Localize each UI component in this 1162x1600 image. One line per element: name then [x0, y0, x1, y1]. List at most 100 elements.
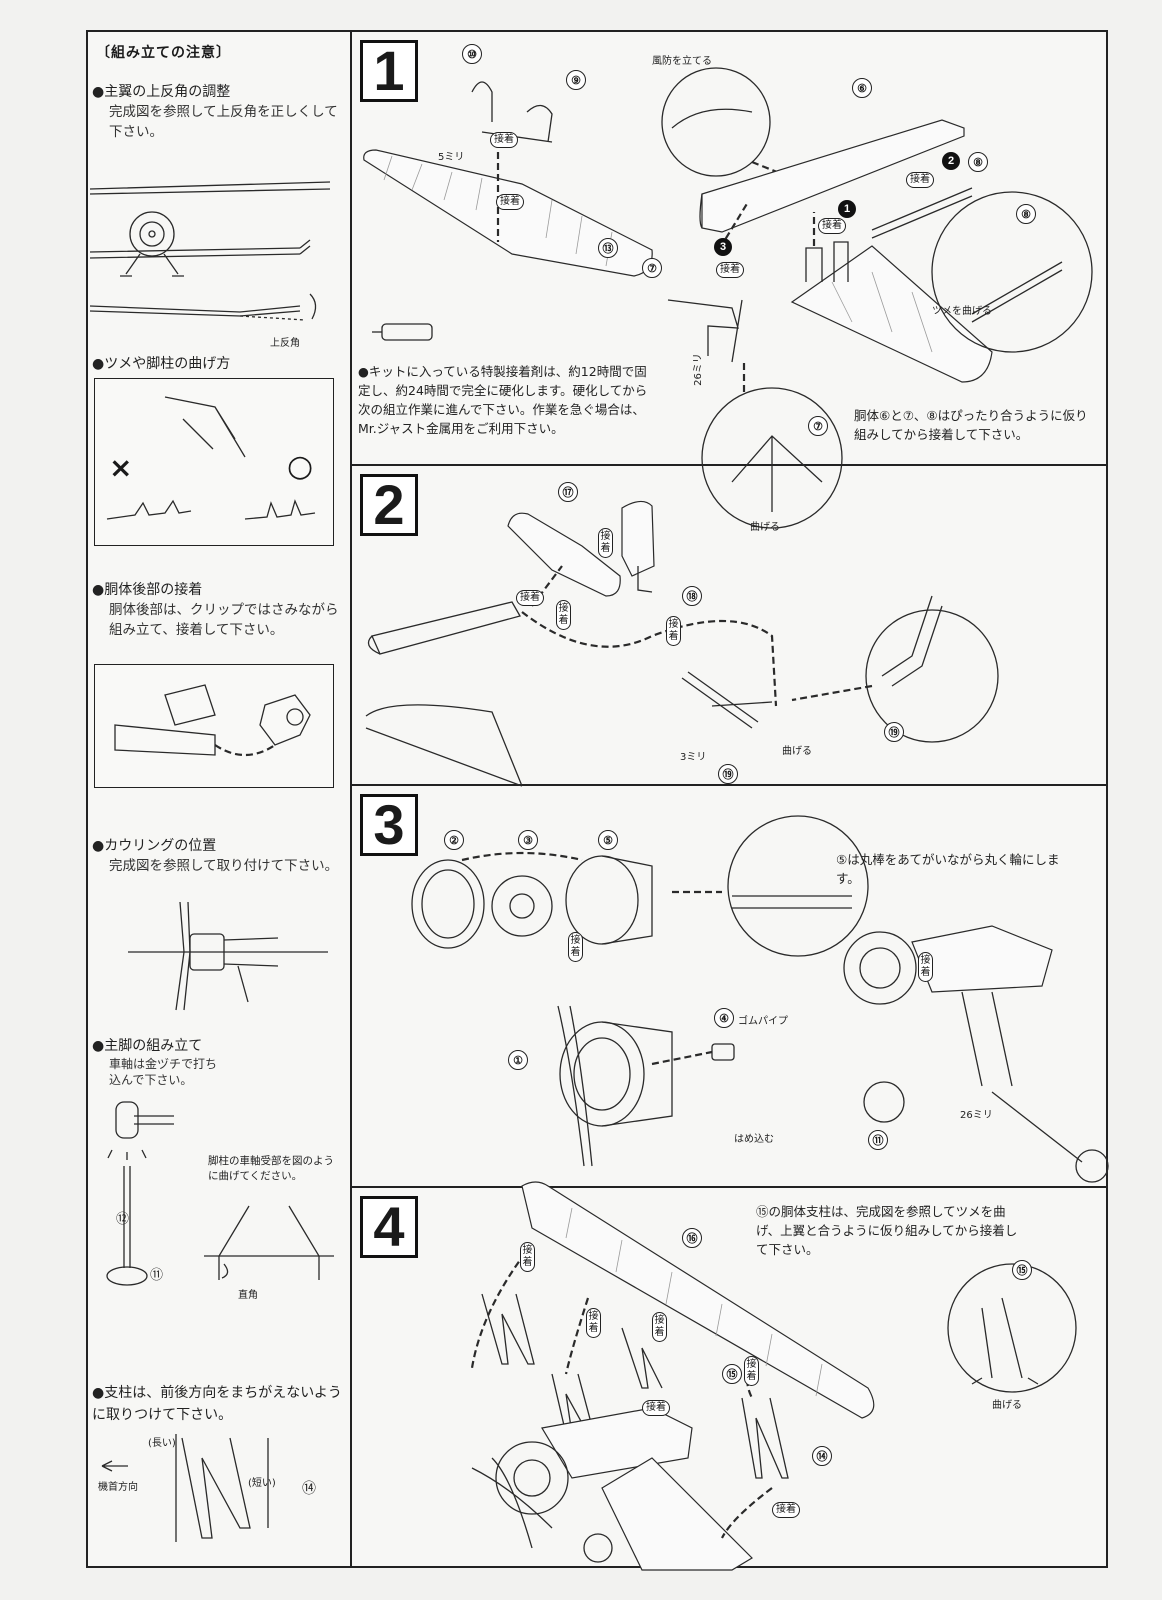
dihedral-illustration: [90, 144, 340, 324]
note-main-gear: ●主脚の組み立て 車軸は金ヅチで打ち込んで下さい。: [92, 1036, 342, 1088]
clip-illustration: [95, 665, 335, 789]
note-rear-fuselage: ●胴体後部の接着 胴体後部は、クリップではさみながら組み立て、接着して下さい。: [92, 580, 342, 640]
cabane-strut-note: ⑮の胴体支柱は、完成図を参照してツメを曲げ、上翼と合うように仮り組みしてから接着…: [756, 1204, 1018, 1257]
steps-column: 1: [352, 32, 1106, 1566]
part-17-number: ⑰: [558, 482, 578, 502]
order-3-badge: 3: [714, 238, 732, 256]
step-1-number: 1: [360, 40, 418, 102]
glue-tag-strut: 接着: [818, 218, 846, 234]
part-2-number: ②: [444, 830, 464, 850]
part-3-number: ③: [518, 830, 538, 850]
struts-illustration: [92, 1428, 342, 1548]
step-2: 2 接着 接着 接着 接着 3ミリ 曲げる ⑰ ⑱: [352, 466, 1106, 786]
bend-tab-label: ツメを曲げる: [932, 306, 992, 317]
assembly-notes-column: 〔組み立ての注意〕 ●主翼の上反角の調整 完成図を参照して上反角を正しくして下さ…: [88, 32, 352, 1566]
step-2-number: 2: [360, 474, 418, 536]
note-dihedral-body: 完成図を参照して上反角を正しくして下さい。: [109, 104, 338, 140]
part-9-number: ⑨: [566, 70, 586, 90]
glue-tag-upper-mid: 接着: [586, 1308, 601, 1338]
nose-direction-label: 機首方向: [98, 1482, 138, 1493]
right-angle-label: 直角: [238, 1290, 258, 1301]
instruction-frame: 〔組み立ての注意〕 ●主翼の上反角の調整 完成図を参照して上反角を正しくして下さ…: [86, 30, 1108, 1568]
step-3-illustration: [352, 786, 1104, 1188]
axle-part-number: ⑫: [116, 1212, 130, 1227]
right-mark: ○: [287, 449, 314, 484]
step-4-number: 4: [360, 1196, 418, 1258]
part-6-number: ⑥: [852, 78, 872, 98]
order-2-badge: 2: [942, 152, 960, 170]
glue-tag-cabane-4: 接着: [652, 1312, 667, 1342]
glue-tag-upper-left: 接着: [520, 1242, 535, 1272]
order-1-badge: 1: [838, 200, 856, 218]
note-dihedral: ●主翼の上反角の調整 完成図を参照して上反角を正しくして下さい。: [92, 82, 342, 142]
note-main-gear-body: 車軸は金ヅチで打ち込んで下さい。: [109, 1057, 218, 1087]
note-bending-heading: ●ツメや脚柱の曲げ方: [92, 356, 231, 372]
mm3-label: 3ミリ: [680, 752, 707, 763]
part-8-detail-number: ⑧: [1016, 204, 1036, 224]
glue-tag-stabilizer: 接着: [598, 528, 613, 558]
note-cowling-heading: ●カウリングの位置: [92, 838, 217, 854]
mm5-label: 5ミリ: [438, 152, 465, 163]
part-18-number: ⑱: [682, 586, 702, 606]
part-19-number: ⑲: [718, 764, 738, 784]
wrong-mark: ×: [109, 451, 133, 484]
main-gear-illustration: [104, 1096, 344, 1316]
part-7-number: ⑦: [642, 258, 662, 278]
step-4-illustration: [352, 1188, 1104, 1570]
part-15-number: ⑮: [722, 1364, 742, 1384]
bending-illustration: [95, 379, 335, 547]
part-5-number: ⑤: [598, 830, 618, 850]
note-rear-fuselage-body: 胴体後部は、クリップではさみながら組み立て、接着して下さい。: [109, 602, 339, 638]
glue-tag-cabane: 接着: [490, 132, 518, 148]
strut-long-label: (長い): [148, 1438, 176, 1449]
mm26-label-3: 26ミリ: [960, 1110, 993, 1121]
glue-tag-wing: 接着: [496, 194, 524, 210]
glue-tag-fuselage-4: 接着: [642, 1400, 670, 1416]
bending-box: × ○: [94, 378, 334, 546]
glue-tag-lower-right: 接着: [772, 1502, 800, 1518]
step-1: 1: [352, 32, 1106, 533]
note-bending: ●ツメや脚柱の曲げ方: [92, 354, 342, 374]
glue-tag-cowl: 接着: [568, 932, 583, 962]
windshield-label: 風防を立てる: [652, 56, 712, 67]
strut-bend-note: 脚柱の車軸受部を図のように曲げてください。: [208, 1155, 334, 1182]
glue-tag-part7: 接着: [716, 262, 744, 278]
step-2-illustration: [352, 466, 1104, 786]
bend-label-2: 曲げる: [782, 746, 812, 757]
fit-note: 胴体⑥と⑦、⑧はぴったり合うように仮り組みしてから接着して下さい。: [854, 408, 1088, 442]
part-4-number: ④: [714, 1008, 734, 1028]
note-cowling: ●カウリングの位置 完成図を参照して取り付けて下さい。: [92, 836, 342, 876]
note-main-gear-heading: ●主脚の組み立て: [92, 1038, 203, 1054]
part-7-detail-number: ⑦: [808, 416, 828, 436]
notes-title: 〔組み立ての注意〕: [96, 45, 231, 61]
rubber-pipe-label: ゴムパイプ: [738, 1016, 788, 1027]
strut-short-label: (短い): [248, 1478, 276, 1489]
glue-tag-fuselage: 接着: [906, 172, 934, 188]
glue-tag-right-strut: 接着: [744, 1356, 759, 1386]
step-3-number: 3: [360, 794, 418, 856]
glue-tag-rudder: 接着: [556, 600, 571, 630]
part-1-number: ①: [508, 1050, 528, 1070]
note-struts-heading: ●支柱は、前後方向をまちがえないように取りつけて下さい。: [92, 1385, 342, 1423]
ring-note: ⑤は丸棒をあてがいながら丸く輪にします。: [836, 852, 1060, 886]
cowling-illustration: [128, 902, 328, 1012]
part-8-number: ⑧: [968, 152, 988, 172]
step-4: 4 ⑮の胴体支柱は: [352, 1188, 1106, 1570]
clip-box: [94, 664, 334, 788]
note-struts: ●支柱は、前後方向をまちがえないように取りつけて下さい。: [92, 1382, 344, 1426]
glue-tag-engine: 接着: [918, 952, 933, 982]
part-16-number: ⑯: [682, 1228, 702, 1248]
strut-part-number: ⑭: [302, 1481, 316, 1497]
bend-label-4: 曲げる: [992, 1400, 1022, 1411]
note-cowling-body: 完成図を参照して取り付けて下さい。: [109, 858, 339, 874]
adhesive-note: ●キットに入っている特製接着剤は、約12時間で固定し、約24時間で完全に硬化しま…: [358, 364, 648, 436]
step-1-illustration: [352, 32, 1104, 466]
note-dihedral-heading: ●主翼の上反角の調整: [92, 84, 231, 100]
glue-tag-skid: 接着: [666, 616, 681, 646]
step-3: 3 ⑤は丸棒をあてがいながら丸く輪に: [352, 786, 1106, 1188]
part-19-detail-number: ⑲: [884, 722, 904, 742]
mm26-label: 26ミリ: [692, 353, 704, 386]
part-13-number: ⑬: [598, 238, 618, 258]
dihedral-angle-label: 上反角: [270, 338, 300, 349]
